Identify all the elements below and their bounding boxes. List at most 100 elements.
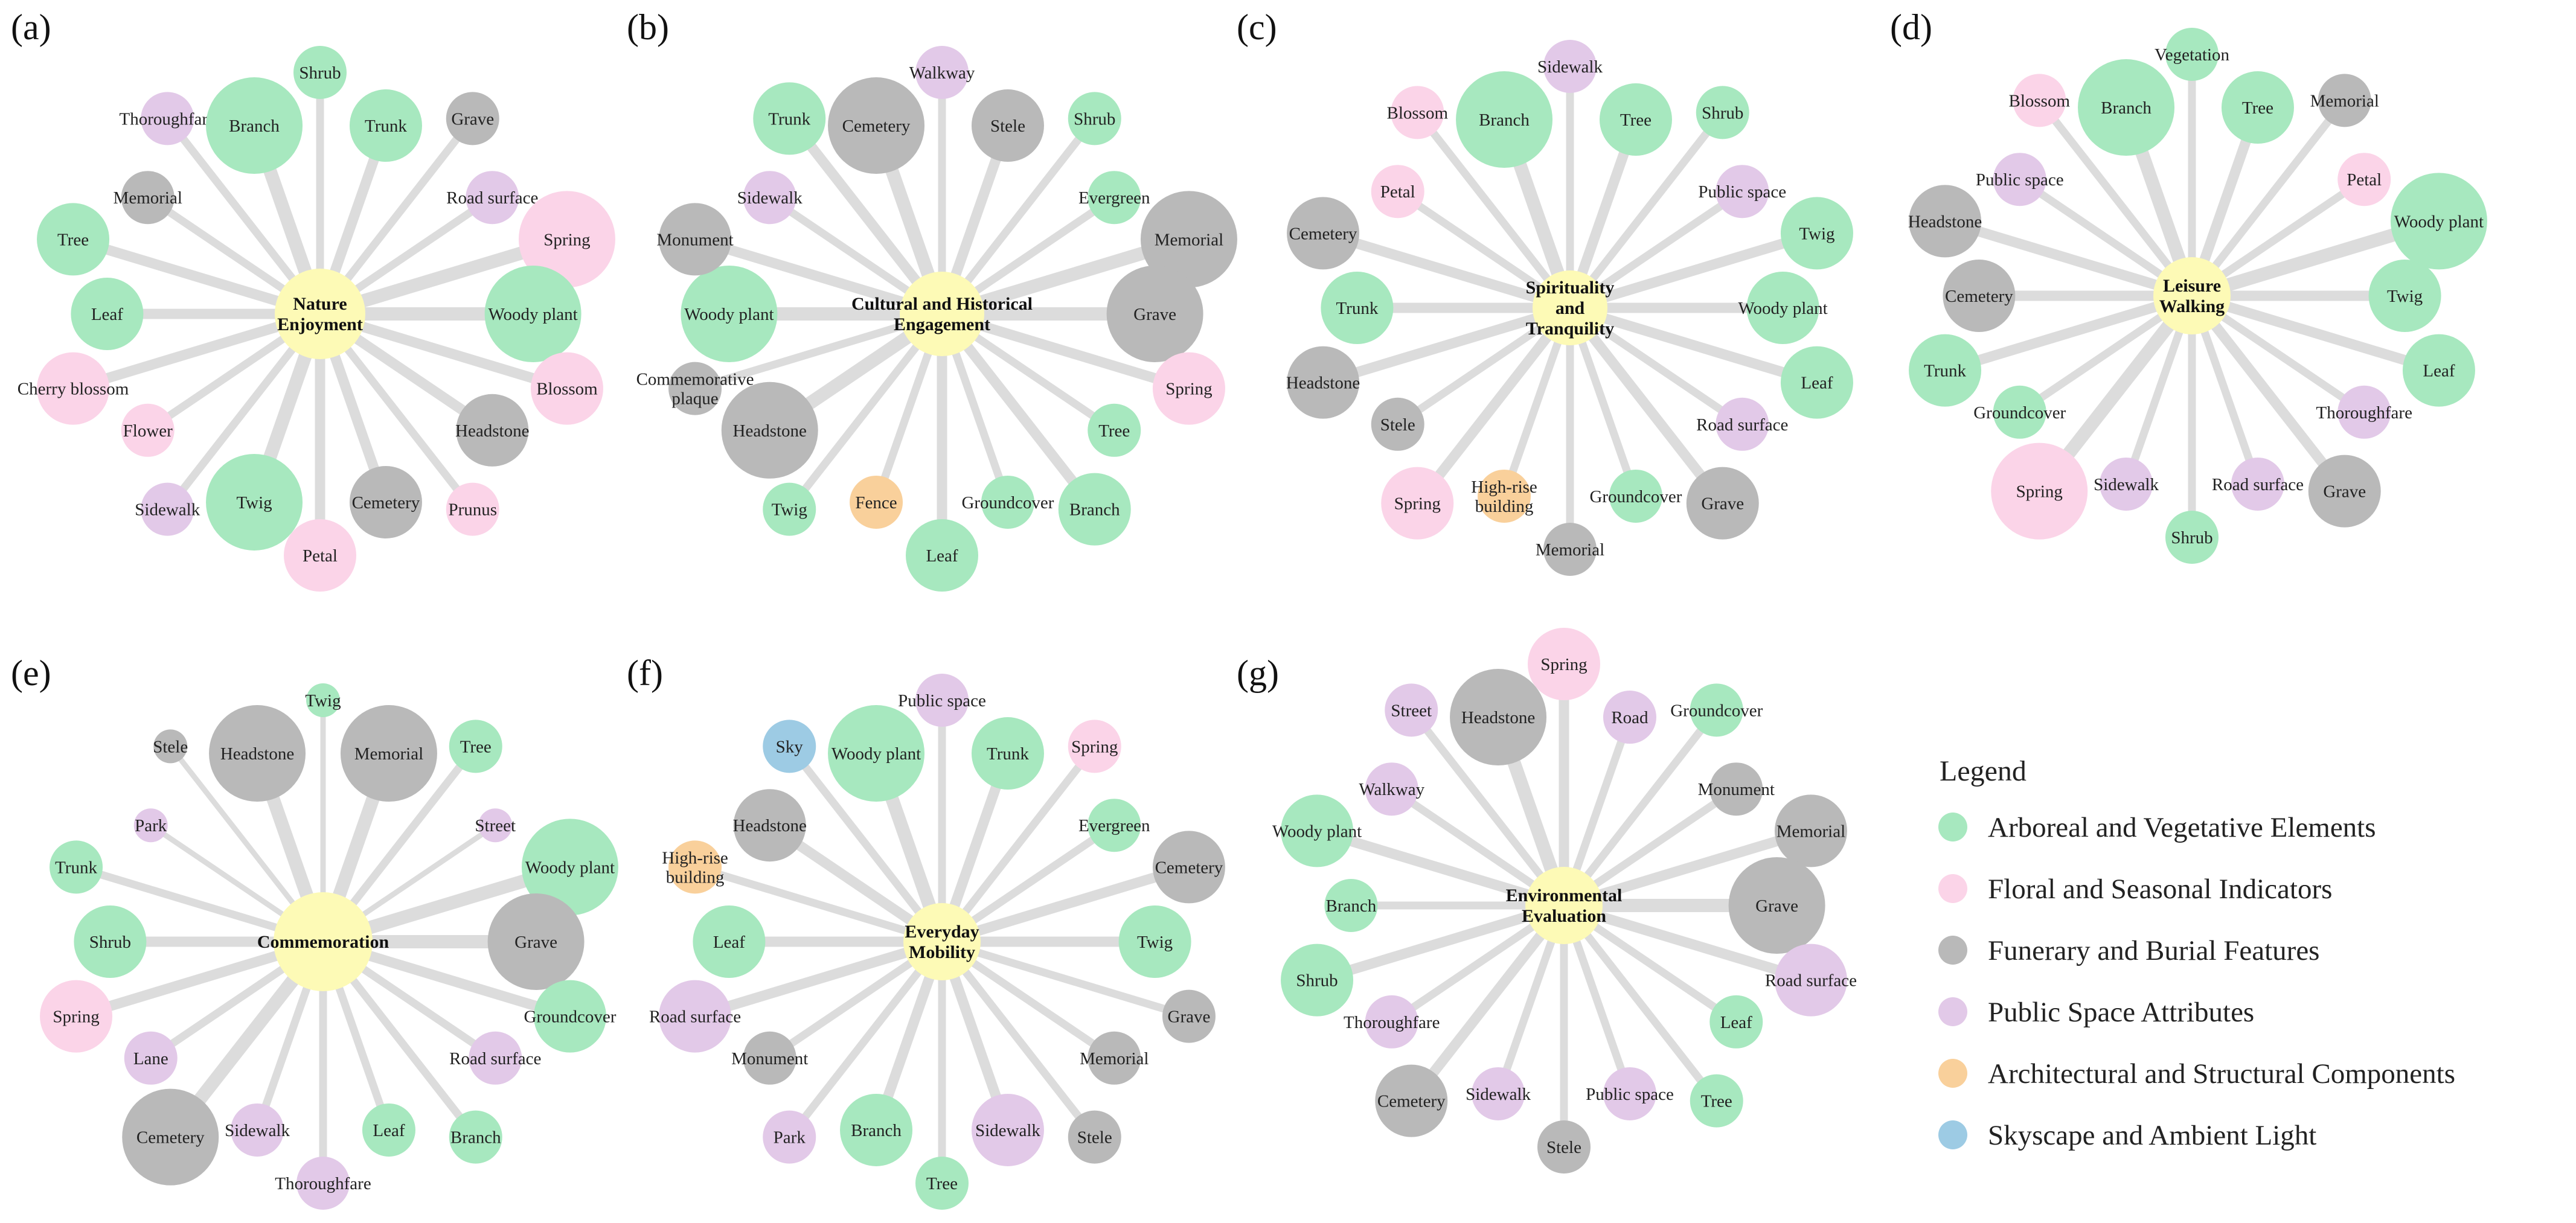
- edge: [1559, 900, 1816, 986]
- node-groundcover: [1690, 683, 1743, 737]
- panel-label: (c): [1237, 7, 1277, 47]
- node-cemetery: [349, 465, 422, 538]
- node-label: Twig: [236, 493, 272, 513]
- node-label: Woody plant: [1272, 822, 1362, 841]
- node-tree: [915, 1157, 969, 1210]
- node-label: Public space: [1976, 170, 2064, 190]
- node-label: Woody plant: [488, 305, 577, 324]
- hub-node: [274, 892, 373, 991]
- node-shrub: [2165, 511, 2219, 564]
- node-stele: [1537, 1120, 1591, 1174]
- node-label: Street: [475, 816, 516, 835]
- node-label: Petal: [303, 546, 338, 566]
- node-headstone: [721, 382, 818, 479]
- node-label: Headstone: [733, 816, 807, 835]
- node-label: Blossom: [1386, 103, 1448, 123]
- node-label: Cemetery: [1289, 224, 1357, 243]
- hub-node: [1533, 270, 1607, 345]
- legend-swatch-architectural: [1938, 1059, 1967, 1088]
- node-label: Twig: [1799, 224, 1834, 243]
- node-grave: [1728, 857, 1825, 954]
- node-shrub: [1068, 92, 1121, 145]
- node-label: Headstone: [1908, 212, 1982, 231]
- node-groundcover: [981, 475, 1034, 529]
- node-tree: [1690, 1074, 1743, 1128]
- node-spring: [40, 980, 113, 1053]
- node-stele: [1068, 1110, 1121, 1164]
- node-leaf: [362, 1103, 415, 1157]
- edge: [691, 310, 946, 393]
- node-label: Public space: [1586, 1085, 1674, 1104]
- node-memorial: [1140, 191, 1237, 288]
- node-label: Grave: [2323, 482, 2366, 502]
- node-label: Thoroughfare: [1344, 1013, 1440, 1032]
- node-road-surface: [2231, 457, 2284, 511]
- node-label: Trunk: [768, 109, 810, 129]
- panel-label: (e): [11, 653, 51, 693]
- node-label: Cemetery: [1945, 287, 2013, 306]
- node-memorial: [340, 705, 437, 802]
- node-groundcover: [533, 980, 606, 1053]
- node-public-space: [1716, 165, 1769, 219]
- edge: [1412, 302, 1575, 509]
- node-branch: [2078, 59, 2175, 156]
- node-label: Lane: [133, 1049, 168, 1068]
- edge: [1312, 825, 1569, 911]
- node-grave: [2308, 455, 2381, 528]
- node-shrub: [74, 905, 147, 978]
- node-commemorative-plaque: [668, 362, 722, 415]
- panel-label: (d): [1890, 7, 1932, 47]
- node-label: Leaf: [91, 305, 123, 324]
- legend-item-sky: Skyscape and Ambient Light: [1988, 1120, 2316, 1151]
- edge: [1565, 302, 1728, 509]
- node-road-surface: [659, 980, 732, 1053]
- node-label: Shrub: [89, 933, 131, 952]
- node-label: Branch: [450, 1128, 501, 1148]
- panel-label: (f): [627, 653, 663, 693]
- node-label: Shrub: [299, 63, 341, 83]
- node-label: Grave: [1168, 1007, 1211, 1027]
- node-shrub: [293, 46, 347, 99]
- node-label: Road surface: [1696, 415, 1788, 435]
- legend-item-floral: Floral and Seasonal Indicators: [1988, 873, 2332, 905]
- node-thoroughfare: [1365, 995, 1418, 1049]
- node-label: Headstone: [455, 421, 529, 441]
- node-memorial: [121, 171, 175, 225]
- legend: Legend Arboreal and Vegetative ElementsF…: [1938, 755, 2455, 1151]
- legend-swatch-public: [1938, 997, 1967, 1026]
- node-label: Thoroughfare: [275, 1174, 371, 1193]
- node-sidewalk: [971, 1093, 1044, 1166]
- node-label: Cemetery: [1377, 1092, 1446, 1111]
- node-memorial: [1088, 1031, 1141, 1085]
- node-label: Twig: [2387, 287, 2423, 306]
- edge: [937, 861, 1194, 947]
- node-label: Vegetation: [2155, 45, 2230, 65]
- node-label: Groundcover: [524, 1007, 616, 1027]
- node-twig: [2368, 260, 2441, 332]
- node-label: Shrub: [2171, 528, 2212, 548]
- panel-label: (b): [627, 7, 669, 47]
- hub-node: [900, 272, 984, 356]
- node-label: Sidewalk: [1466, 1085, 1531, 1104]
- node-shrub: [1696, 86, 1749, 139]
- node-label: Trunk: [1924, 362, 1966, 381]
- node-branch: [1058, 473, 1131, 546]
- node-label: Memorial: [1536, 540, 1604, 560]
- node-label: Headstone: [220, 744, 294, 764]
- node-label: Woody plant: [2394, 212, 2484, 231]
- node-road-surface: [469, 1031, 522, 1085]
- node-label: Sidewalk: [1537, 57, 1603, 77]
- node-label: Stele: [1077, 1128, 1112, 1148]
- node-tree: [1599, 83, 1672, 156]
- node-cemetery: [1375, 1064, 1448, 1137]
- edge: [1560, 901, 1721, 1105]
- node-twig: [206, 453, 303, 551]
